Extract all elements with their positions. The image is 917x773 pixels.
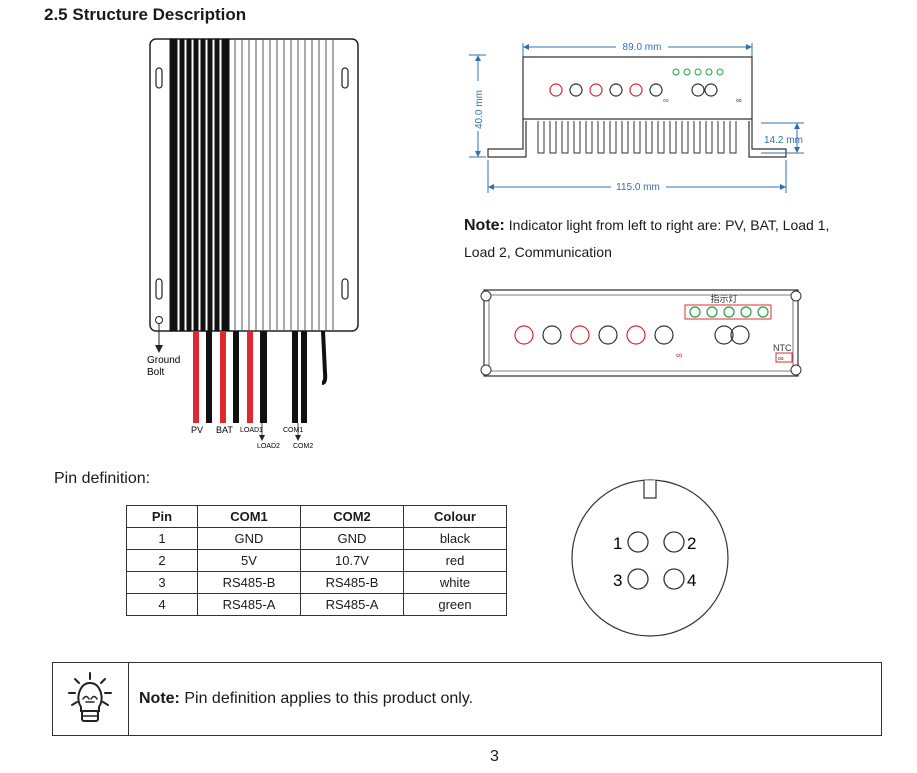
dim-leds: [672, 68, 724, 76]
dim-fins: [537, 121, 737, 154]
tip-label: Note:: [139, 690, 180, 707]
svg-text:∞: ∞: [778, 354, 784, 363]
wire-label-load2: LOAD2: [257, 443, 280, 450]
ntc-label: NTC: [773, 343, 792, 353]
section-title: 2.5 Structure Description: [44, 5, 247, 24]
pin-2-label: 2: [687, 534, 696, 553]
tip-text: Note: Pin definition applies to this pro…: [139, 663, 473, 735]
wire-label-com2: COM2: [293, 443, 313, 450]
indicator-note-label: Note:: [464, 217, 505, 234]
panel-ports: [514, 325, 750, 345]
wire-label-load1: LOAD1: [240, 427, 263, 434]
table-row: 2 5V 10.7V red: [126, 549, 507, 572]
table-row: 1 GND GND black: [126, 527, 507, 550]
panel-leds: [689, 306, 769, 318]
svg-text:∞: ∞: [676, 350, 682, 360]
bolt-label: Bolt: [147, 367, 164, 378]
pin-header: Pin: [126, 505, 198, 528]
wire-label-pv: PV: [191, 425, 203, 435]
lightbulb-icon: [53, 663, 129, 735]
pin-4-icon: [663, 568, 685, 590]
dim-top-width: 89.0 mm: [623, 42, 662, 53]
device-wires: [193, 330, 328, 423]
table-row: 3 RS485-B RS485-B white: [126, 571, 507, 594]
table-row: 4 RS485-A RS485-A green: [126, 593, 507, 616]
com2-header: COM2: [300, 505, 404, 528]
device-fins: [169, 38, 334, 332]
dim-total-width: 115.0 mm: [616, 182, 660, 193]
indicator-note-text: Indicator light from left to right are: …: [464, 217, 830, 260]
mounting-slots: [155, 67, 349, 300]
connector-drawing: 1 2 3 4: [571, 479, 729, 637]
svg-text:∞: ∞: [736, 96, 742, 105]
indicator-note: Note: Indicator light from left to right…: [464, 212, 864, 265]
dim-height: 40.0 mm: [474, 90, 485, 129]
tip-box: Note: Pin definition applies to this pro…: [52, 662, 882, 736]
wire-label-bat: BAT: [216, 425, 233, 435]
ground-bolt-icon: [155, 316, 163, 324]
pin-3-icon: [627, 568, 649, 590]
ground-label: Ground: [147, 355, 180, 366]
dimension-drawing: 89.0 mm 40.0 mm: [469, 40, 804, 193]
page-number: 3: [490, 748, 499, 765]
device-drawing: Ground Bolt PV BAT LOAD1 LOAD2 COM1 COM2: [147, 38, 359, 450]
pin-definition-label: Pin definition:: [54, 470, 151, 487]
pin-3-label: 3: [613, 571, 622, 590]
pin-table: Pin COM1 COM2 Colour 1 GND GND black 2 5…: [126, 505, 507, 616]
indicator-label: 指示灯: [710, 293, 737, 304]
pin-4-label: 4: [687, 571, 696, 590]
colour-header: Colour: [403, 505, 507, 528]
dim-fin-height: 14.2 mm: [764, 135, 803, 146]
pin-2-icon: [663, 531, 685, 553]
svg-text:∞: ∞: [663, 96, 669, 105]
com1-header: COM1: [197, 505, 301, 528]
wire-label-com1: COM1: [283, 427, 303, 434]
tip-body: Pin definition applies to this product o…: [184, 690, 474, 707]
pin-1-label: 1: [613, 534, 622, 553]
dim-ports: [549, 83, 718, 97]
front-panel-drawing: 指示灯 ∞ NTC ∞: [480, 289, 802, 377]
pin-1-icon: [627, 531, 649, 553]
